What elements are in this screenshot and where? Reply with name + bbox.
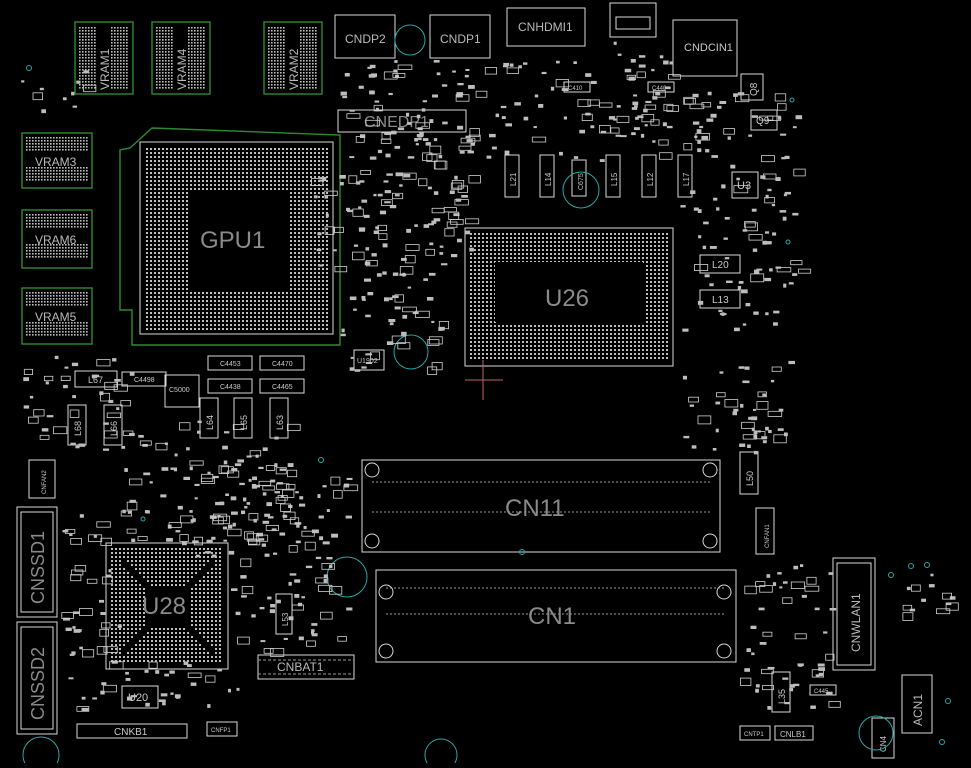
cnfan1-connector[interactable]: CNFAN1	[756, 508, 774, 554]
inductor-l66[interactable]: L66	[104, 405, 122, 445]
cnssd1-connector[interactable]: CNSSD1	[17, 507, 57, 617]
c4438-label: C4438	[220, 384, 241, 391]
cnfan1-label: CNFAN1	[765, 524, 771, 548]
cnssd2-label: CNSSD2	[28, 647, 48, 720]
vram5-label: VRAM5	[35, 310, 77, 324]
vram2-label: VRAM2	[287, 48, 301, 90]
q8-transistor[interactable]: Q8	[741, 74, 763, 100]
q8-label: Q8	[749, 82, 760, 96]
cn11-label: CN11	[505, 495, 565, 522]
l63-label: L63	[275, 415, 285, 430]
cnkb1-connector[interactable]: CNKB1	[77, 724, 187, 738]
cnlb1-label: CNLB1	[780, 730, 806, 739]
cndcin1-connector[interactable]: CNDCIN1	[673, 20, 737, 76]
inductor-l14[interactable]: L14	[540, 155, 554, 197]
capacitor-c4498[interactable]: C4498	[122, 372, 166, 386]
l50-label: L50	[745, 471, 755, 486]
capacitor-c4465[interactable]: C4465	[260, 379, 304, 393]
vram6-label: VRAM6	[35, 233, 77, 247]
u3-chip[interactable]: U3	[732, 172, 758, 198]
cn11-dimm-slot[interactable]: CN11	[362, 460, 720, 552]
vram1-label: VRAM1	[98, 48, 112, 90]
l17-label: L17	[682, 172, 691, 186]
c5000-capacitor[interactable]: C5000	[165, 375, 199, 407]
c4453-label: C4453	[220, 361, 241, 368]
cnhdmi1-label: CNHDMI1	[518, 20, 573, 34]
cnlb1-connector[interactable]: CNLB1	[775, 726, 813, 740]
cn1-label: CN1	[528, 603, 576, 630]
cnkb1-label: CNKB1	[114, 727, 148, 738]
l21-label: L21	[509, 172, 518, 186]
pch-label: U28	[142, 593, 186, 620]
cndcin1-label: CNDCIN1	[684, 42, 733, 54]
l68-label: L68	[73, 421, 83, 436]
inductor-l17[interactable]: L17	[678, 155, 692, 197]
cndp2-label: CNDP2	[345, 32, 386, 46]
cntp1-connector[interactable]: CNTP1	[740, 726, 770, 740]
c410-label: C410	[568, 86, 583, 92]
cndp2-connector[interactable]: CNDP2	[335, 15, 395, 58]
inductor-l15[interactable]: L15	[606, 155, 620, 197]
cnssd1-label: CNSSD1	[28, 531, 48, 604]
l35-label: L35	[777, 689, 787, 704]
vram1-footprint[interactable]: VRAM1	[75, 22, 133, 94]
cn1-dimm-slot[interactable]: CN1	[376, 570, 736, 662]
vram6-footprint[interactable]: VRAM6	[22, 210, 92, 268]
vram5-footprint[interactable]: VRAM5	[22, 288, 92, 344]
c4465-label: C4465	[272, 384, 293, 391]
inductor-l65[interactable]: L65	[234, 398, 252, 438]
capacitor-c675[interactable]: C675	[572, 160, 586, 196]
gpu-label: GPU1	[200, 227, 265, 254]
c4498-label: C4498	[134, 377, 155, 384]
vram3-label: VRAM3	[35, 155, 77, 169]
cpu-footprint[interactable]: U26	[465, 228, 673, 366]
vram3-footprint[interactable]: VRAM3	[22, 133, 92, 188]
cndp1-label: CNDP1	[440, 32, 481, 46]
usb-port[interactable]	[610, 3, 656, 37]
cnssd2-connector[interactable]: CNSSD2	[17, 622, 57, 734]
l20-label: L20	[712, 260, 729, 271]
pch-footprint[interactable]: U28	[106, 543, 228, 669]
cntp1-label: CNTP1	[744, 732, 764, 738]
inductor-l12[interactable]: L12	[642, 155, 656, 197]
inductor-l67[interactable]: L67	[75, 371, 117, 387]
l12-label: L12	[646, 172, 655, 186]
cnfp1-connector[interactable]: CNFP1	[207, 722, 237, 736]
cnfan2-label: CNFAN2	[42, 470, 48, 494]
acn1-label: ACN1	[911, 694, 925, 726]
cnfp1-label: CNFP1	[211, 728, 231, 734]
acn1-connector[interactable]: ACN1	[902, 675, 932, 733]
c4470-label: C4470	[272, 361, 293, 368]
inductor-l64[interactable]: L64	[200, 398, 218, 438]
cnwlan1-label: CNWLAN1	[849, 593, 863, 652]
inductor-l13[interactable]: L13	[700, 290, 740, 308]
cnfan2-connector[interactable]: CNFAN2	[29, 460, 55, 498]
cpu-label: U26	[545, 285, 589, 312]
gpu-footprint[interactable]: GPU1	[120, 128, 340, 345]
inductor-l68[interactable]: L68	[68, 405, 86, 445]
c5000-label: C5000	[169, 387, 190, 394]
inductor-l21[interactable]: L21	[505, 155, 519, 197]
vram4-footprint[interactable]: VRAM4	[152, 22, 210, 94]
l13-label: L13	[712, 295, 729, 306]
inductor-l63[interactable]: L63	[270, 398, 288, 438]
cnbat1-label: CNBAT1	[277, 660, 324, 674]
cnwlan1-connector[interactable]: CNWLAN1	[833, 558, 875, 670]
capacitor-c4453[interactable]: C4453	[208, 356, 252, 370]
cnhdmi1-connector[interactable]: CNHDMI1	[507, 8, 585, 46]
l15-label: L15	[610, 172, 619, 186]
l14-label: L14	[544, 172, 553, 186]
capacitor-c4438[interactable]: C4438	[208, 379, 252, 393]
vram2-footprint[interactable]: VRAM2	[264, 22, 322, 94]
l64-label: L64	[205, 415, 215, 430]
cnbat1-connector[interactable]: CNBAT1	[258, 655, 354, 679]
mounting-holes	[23, 25, 951, 763]
vram4-label: VRAM4	[175, 48, 189, 90]
capacitor-c4470[interactable]: C4470	[260, 356, 304, 370]
inductor-l50[interactable]: L50	[740, 452, 758, 494]
cndp1-connector[interactable]: CNDP1	[430, 15, 490, 58]
c675-label: C675	[578, 173, 585, 190]
